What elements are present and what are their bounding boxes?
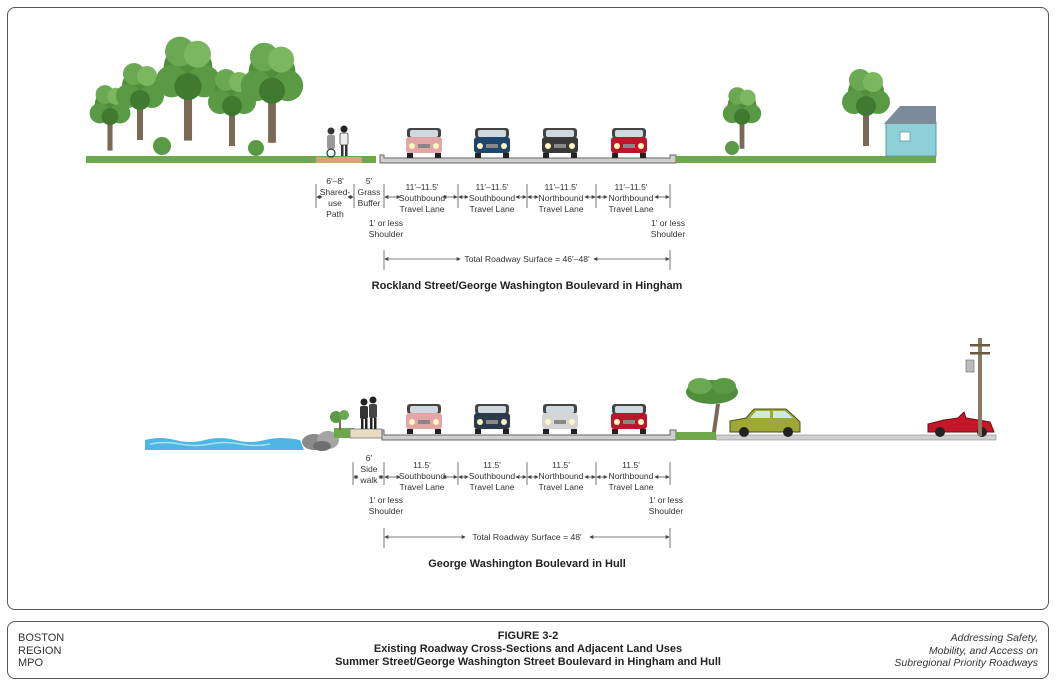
- roadway-surface: [381, 429, 677, 441]
- water-icon: [145, 438, 304, 450]
- dimension-ticks: [315, 184, 671, 270]
- dim-label-lane: Northbound: [609, 471, 654, 481]
- dim-label-lane-width: 11.5': [622, 460, 640, 470]
- hull-section: 6' Side walk 11.5' Southbound Travel Lan…: [145, 338, 997, 570]
- cross-section-diagram: 6'–8' Shared- use Path 5' Grass Buffer 1…: [86, 36, 997, 570]
- dim-label-path: Shared-: [320, 187, 351, 197]
- dim-label-buffer-width: 5': [366, 176, 373, 186]
- car-icon: [611, 404, 647, 434]
- dimension-ticks: [352, 462, 671, 548]
- dim-label-lane: Travel Lane: [608, 482, 653, 492]
- dim-label-lane-width: 11.5': [552, 460, 570, 470]
- dim-label-shoulder: 1' or less: [649, 495, 683, 505]
- sidewalk: [349, 428, 383, 439]
- figure-footer: BOSTON REGION MPO FIGURE 3-2 Existing Ro…: [7, 621, 1049, 679]
- tree-group-right-icon: [722, 69, 890, 155]
- dim-label-lane: Southbound: [399, 193, 446, 203]
- car-icon: [474, 128, 510, 158]
- parking-area: [715, 434, 997, 441]
- dimension-arrows: [353, 475, 670, 539]
- hingham-section: 6'–8' Shared- use Path 5' Grass Buffer 1…: [86, 36, 937, 292]
- dim-label-lane: Travel Lane: [469, 204, 514, 214]
- dim-label-lane: Travel Lane: [608, 204, 653, 214]
- dim-label-lane: Northbound: [539, 193, 584, 203]
- dimension-arrows: [316, 195, 670, 261]
- parked-car-icon: [729, 408, 801, 437]
- dim-label-lane-width: 11.5': [413, 460, 431, 470]
- dim-label-lane-width: 11'–11.5': [544, 182, 577, 192]
- tree-group-left-icon: [89, 36, 304, 156]
- dim-label-shoulder: 1' or less: [369, 218, 403, 228]
- dim-label-lane-width: 11.5': [483, 460, 501, 470]
- dim-label-lane-width: 11'–11.5': [405, 182, 438, 192]
- pedestrians-icon: [360, 396, 377, 429]
- dim-label-shoulder: Shoulder: [651, 229, 686, 239]
- dim-label-buffer: Grass: [358, 187, 381, 197]
- dim-label-lane-width: 11'–11.5': [475, 182, 508, 192]
- org-name: BOSTON REGION MPO: [18, 632, 65, 669]
- figure-title: Existing Roadway Cross-Sections and Adja…: [373, 643, 683, 655]
- shared-use-path: [316, 157, 362, 163]
- dim-label-shoulder: Shoulder: [369, 229, 404, 239]
- total-roadway-label: Total Roadway Surface = 46'–48': [464, 254, 590, 264]
- rocks-icon: [302, 431, 339, 451]
- project-name: Addressing Safety, Mobility, and Access …: [894, 632, 1038, 669]
- dim-label-path-width: 6'–8': [326, 176, 344, 186]
- dim-label-lane-width: 11'–11.5': [614, 182, 647, 192]
- car-icon: [542, 128, 578, 158]
- grass-strip-right: [676, 156, 936, 163]
- dim-label-lane: Travel Lane: [399, 482, 444, 492]
- dim-label-lane: Travel Lane: [538, 204, 583, 214]
- dim-label-sidewalk-width: 6': [366, 453, 373, 463]
- grass-strip-left: [86, 156, 376, 163]
- dim-label-lane: Southbound: [469, 193, 516, 203]
- dim-label-lane: Southbound: [399, 471, 446, 481]
- figure-number: FIGURE 3-2: [497, 630, 559, 642]
- figure-subtitle: Summer Street/George Washington Street B…: [335, 656, 721, 668]
- utility-pole-icon: [965, 338, 990, 436]
- section-title: George Washington Boulevard in Hull: [428, 558, 626, 570]
- dim-label-path: use: [328, 198, 342, 208]
- car-icon: [406, 128, 442, 158]
- dim-label-buffer: Buffer: [358, 198, 381, 208]
- dim-label-lane: Northbound: [609, 193, 654, 203]
- shrub-icon: [330, 410, 349, 430]
- dim-label-shoulder: Shoulder: [369, 506, 404, 516]
- dim-label-lane: Travel Lane: [538, 482, 583, 492]
- roadway-surface: [379, 154, 677, 164]
- tree-icon: [686, 378, 738, 432]
- convertible-car-icon: [927, 411, 995, 437]
- car-icon: [406, 404, 442, 434]
- car-icon: [474, 404, 510, 434]
- house-icon: [884, 106, 937, 157]
- dim-label-lane: Northbound: [539, 471, 584, 481]
- dim-label-lane: Southbound: [469, 471, 516, 481]
- dim-label-shoulder: Shoulder: [649, 506, 684, 516]
- dim-label-lane: Travel Lane: [469, 482, 514, 492]
- dim-label-sidewalk: walk: [359, 475, 378, 485]
- car-icon: [542, 404, 578, 434]
- dim-label-shoulder: 1' or less: [651, 218, 685, 228]
- dim-label-sidewalk: Side: [360, 464, 377, 474]
- dim-label-lane: Travel Lane: [399, 204, 444, 214]
- dim-label-shoulder: 1' or less: [369, 495, 403, 505]
- pedestrians-icon: [326, 125, 349, 158]
- dim-label-path: Path: [326, 209, 344, 219]
- section-title: Rockland Street/George Washington Boulev…: [372, 280, 683, 292]
- car-icon: [611, 128, 647, 158]
- figure-caption: FIGURE 3-2 Existing Roadway Cross-Sectio…: [258, 630, 798, 669]
- total-roadway-label: Total Roadway Surface = 48': [472, 532, 582, 542]
